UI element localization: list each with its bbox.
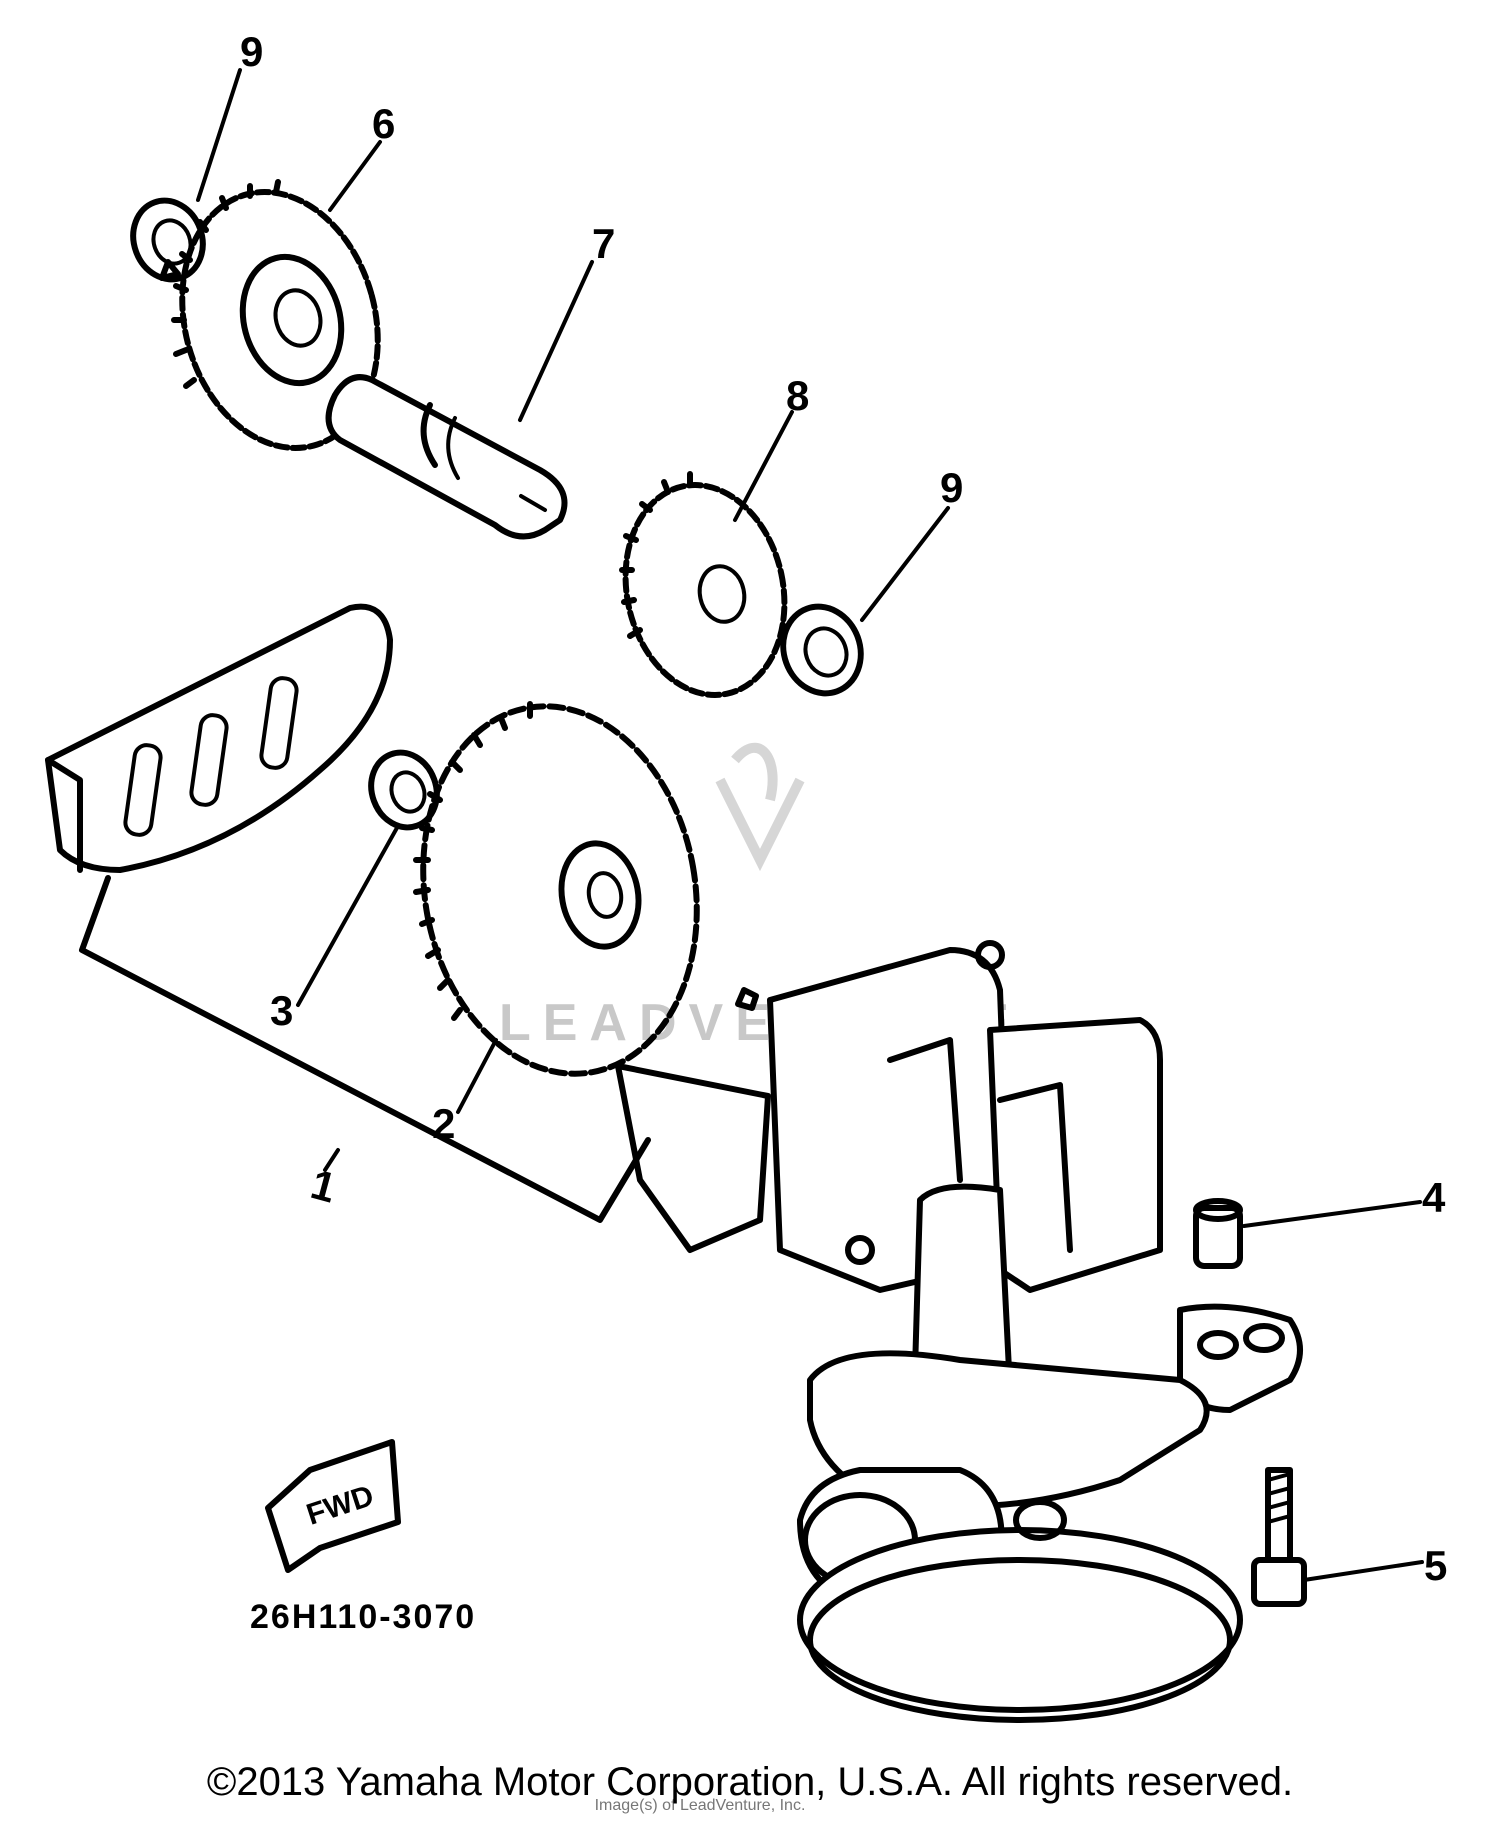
gear-middle (619, 471, 788, 698)
oil-pump-body (615, 940, 1303, 1723)
callout-2: 2 (432, 1100, 455, 1147)
callout-6: 6 (372, 100, 395, 147)
bolt (1251, 1467, 1307, 1607)
circlip-top (130, 197, 206, 283)
fwd-arrow: FWD (265, 1439, 401, 1573)
callout-5: 5 (1424, 1542, 1447, 1589)
callout-7: 7 (592, 220, 615, 267)
callout-1: 1 (306, 1160, 341, 1211)
part-code: 26H110-3070 (250, 1598, 476, 1636)
gear-upper (171, 179, 381, 451)
circlip-right (780, 603, 864, 697)
callout-4: 4 (1422, 1174, 1446, 1221)
watermark-credit: Image(s) of LeadVenture, Inc. (595, 1797, 806, 1814)
dowel-pin (1193, 1198, 1243, 1269)
leader-lines (196, 68, 1424, 1582)
group-bracket (79, 875, 651, 1223)
copyright-notice: ©2013 Yamaha Motor Corporation, U.S.A. A… (206, 1760, 1294, 1804)
callout-9-top: 9 (240, 28, 263, 75)
cover-plate (45, 603, 393, 873)
callout-9-right: 9 (940, 464, 963, 511)
callout-3: 3 (270, 987, 293, 1034)
callout-8: 8 (786, 372, 809, 419)
shaft (325, 374, 568, 540)
circlip-small (368, 749, 440, 831)
gear-large (413, 701, 700, 1077)
